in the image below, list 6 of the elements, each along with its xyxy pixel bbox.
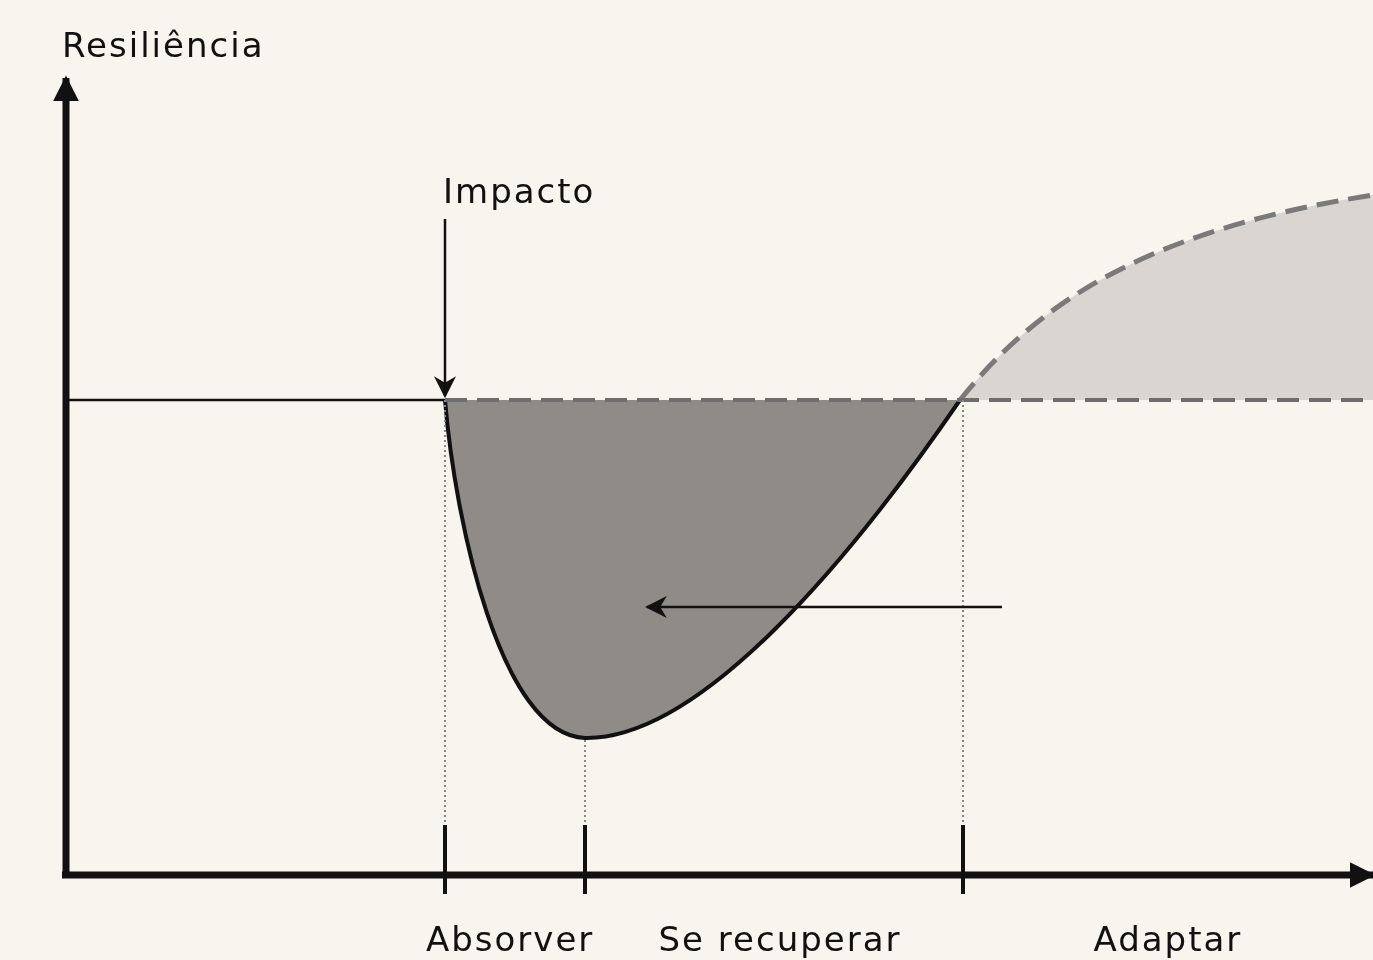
axis-title: Resiliência (62, 25, 265, 65)
phase-label: Absorver (426, 919, 595, 959)
phase-label: Se recuperar (658, 919, 902, 959)
phase-label: Adaptar (1093, 919, 1243, 959)
arrow (434, 219, 456, 399)
impact-label: Impacto (443, 171, 596, 211)
